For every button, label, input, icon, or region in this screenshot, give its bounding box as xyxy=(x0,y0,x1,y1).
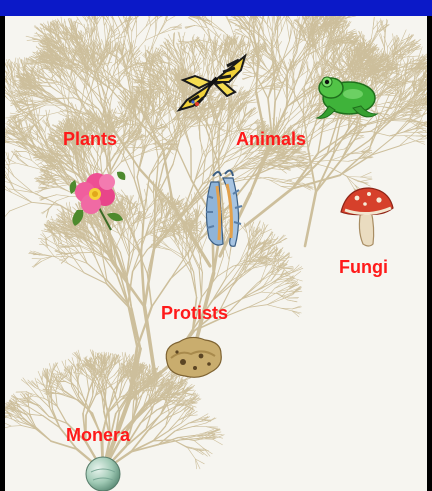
tree-branch xyxy=(267,305,281,309)
tree-branch xyxy=(10,202,32,211)
tree-branch xyxy=(5,417,7,418)
diagram-canvas: Plants Animals Fungi Protists Monera xyxy=(5,16,427,491)
tree-branch xyxy=(41,256,53,259)
tree-branch xyxy=(68,264,84,273)
tree-branch xyxy=(38,108,40,119)
tree-branch xyxy=(59,113,69,117)
tree-branch xyxy=(5,426,11,428)
tree-branch xyxy=(36,429,51,441)
tree-branch xyxy=(194,441,204,449)
tree-branch xyxy=(212,279,226,301)
tree-branch xyxy=(261,292,277,293)
tree-branch xyxy=(268,177,287,180)
tree-branch xyxy=(281,186,291,189)
tree-branch xyxy=(150,150,163,175)
tree-branch xyxy=(147,198,148,210)
tree-branch xyxy=(32,258,41,259)
tree-branch xyxy=(5,423,11,426)
tree-branch xyxy=(248,264,260,265)
tree-branch xyxy=(292,271,301,278)
tree-branch xyxy=(213,439,223,445)
tree-branch xyxy=(217,266,233,277)
tree-branch xyxy=(154,200,155,249)
tree-branch xyxy=(275,261,285,262)
tree-branch xyxy=(229,123,230,143)
tree-branch xyxy=(217,256,224,276)
tree-branch xyxy=(175,427,192,431)
tree-branch xyxy=(267,297,281,305)
tree-branch xyxy=(121,372,122,383)
tree-branch xyxy=(204,449,210,457)
tree-branch xyxy=(11,426,21,427)
tree-branch xyxy=(28,402,30,414)
tree-branch xyxy=(141,254,144,306)
tree-branch xyxy=(37,406,49,417)
tree-branch xyxy=(175,423,189,431)
tree-branch xyxy=(41,256,52,261)
tree-branch xyxy=(38,160,45,164)
tree-branch xyxy=(147,200,154,210)
tree-branch xyxy=(199,269,201,297)
tree-branch xyxy=(21,157,31,161)
tree-branch xyxy=(282,295,293,300)
tree-branch xyxy=(166,414,174,426)
tree-branch xyxy=(133,67,139,77)
tree-branch xyxy=(198,439,213,440)
tree-branch xyxy=(38,371,42,381)
tree-branch xyxy=(79,384,84,398)
tree-branch xyxy=(12,193,32,203)
tree-branch xyxy=(129,308,140,349)
tree-branch xyxy=(84,273,107,284)
tree-branch xyxy=(68,246,80,247)
tree-branch xyxy=(169,248,183,256)
tree-branch xyxy=(138,196,140,206)
tree-branch xyxy=(204,449,212,454)
tree-branch xyxy=(192,423,206,427)
tree-branch xyxy=(267,299,282,305)
tree-branch xyxy=(42,371,43,381)
tree-branch xyxy=(260,269,271,283)
tree-branch xyxy=(45,120,48,133)
tree-branch xyxy=(166,413,170,427)
tree-branch xyxy=(5,211,10,225)
tree-branch xyxy=(265,288,275,299)
tree-branch xyxy=(260,268,266,283)
tree-branch xyxy=(212,281,231,301)
tree-branch xyxy=(145,249,155,307)
blue-banner xyxy=(0,0,432,16)
tree-branch xyxy=(288,300,297,302)
tree-branch xyxy=(72,256,84,273)
